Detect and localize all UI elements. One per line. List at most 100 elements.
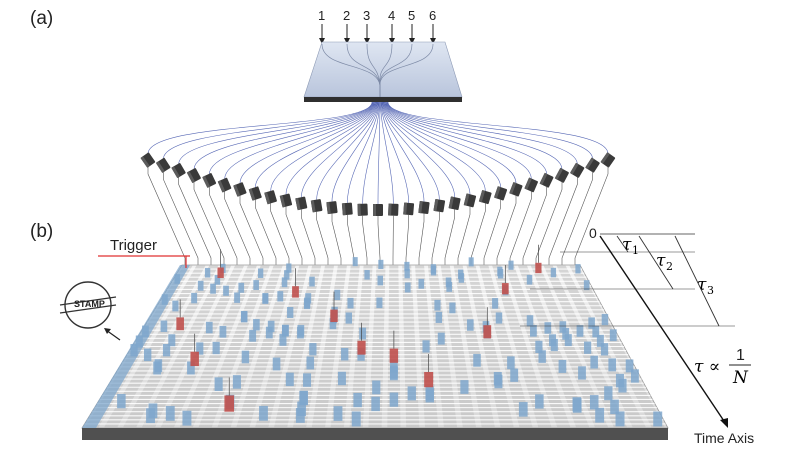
readout-wire bbox=[483, 199, 501, 268]
event-pixel-blue bbox=[281, 277, 288, 288]
event-pixel-blue bbox=[518, 402, 528, 417]
event-pixel-blue bbox=[234, 292, 241, 303]
event-pixel-blue bbox=[625, 359, 634, 373]
event-pixel-blue bbox=[550, 267, 557, 278]
input-label-1: 1 bbox=[318, 8, 325, 23]
detector bbox=[264, 190, 277, 205]
event-pixel-blue bbox=[495, 312, 503, 324]
fiber bbox=[316, 101, 379, 200]
event-pixel-blue bbox=[212, 341, 220, 355]
detector bbox=[140, 152, 156, 168]
event-pixel-blue bbox=[609, 329, 617, 342]
time-axis-arrowhead bbox=[720, 418, 728, 428]
readout-wire bbox=[301, 209, 316, 268]
readout-wire bbox=[331, 213, 342, 268]
event-pixel-blue bbox=[558, 359, 567, 373]
event-pixel-blue bbox=[437, 332, 445, 345]
event-pixel-blue bbox=[493, 372, 502, 386]
event-pixel-blue bbox=[559, 321, 567, 333]
event-pixel-blue bbox=[117, 393, 126, 409]
detector bbox=[326, 201, 338, 215]
event-pixel-blue bbox=[253, 280, 259, 291]
event-pixel-blue bbox=[576, 325, 584, 337]
event-pixel-red bbox=[330, 309, 338, 323]
fiber bbox=[163, 101, 373, 160]
event-pixel-blue bbox=[238, 282, 245, 293]
event-pixel-blue bbox=[130, 344, 138, 357]
event-pixel-blue bbox=[364, 270, 370, 280]
relation-numerator: 1 bbox=[736, 347, 745, 364]
event-pixel-red bbox=[389, 348, 399, 363]
tau1-symbol: τ bbox=[622, 235, 632, 255]
event-pixel-blue bbox=[390, 359, 398, 373]
fiber bbox=[147, 101, 373, 155]
fiber bbox=[362, 101, 380, 204]
event-pixel-blue bbox=[303, 373, 312, 387]
fiber-bundle bbox=[147, 101, 609, 205]
fiber bbox=[386, 101, 563, 170]
readout-wire bbox=[522, 186, 547, 268]
event-pixel-blue bbox=[601, 313, 609, 326]
fiber bbox=[385, 101, 547, 175]
detector bbox=[373, 204, 383, 216]
detector bbox=[341, 202, 353, 216]
event-pixel-blue bbox=[468, 257, 474, 267]
detector bbox=[186, 168, 201, 184]
event-pixel-blue bbox=[353, 392, 362, 408]
readout-wire bbox=[561, 171, 593, 268]
event-pixel-blue bbox=[341, 347, 349, 361]
event-pixel-blue bbox=[578, 366, 586, 380]
event-pixel-blue bbox=[262, 293, 269, 304]
detector bbox=[433, 198, 446, 213]
chip-waveguides bbox=[321, 43, 434, 97]
detector bbox=[279, 193, 293, 208]
event-pixel-blue bbox=[196, 342, 204, 355]
event-pixel-blue bbox=[210, 283, 216, 294]
panel-a-label: (a) bbox=[30, 8, 53, 29]
event-pixel-blue bbox=[549, 334, 557, 347]
event-pixel-blue bbox=[404, 282, 411, 293]
input-arrowhead-3 bbox=[364, 38, 370, 44]
detector bbox=[295, 196, 308, 211]
event-pixel-blue bbox=[460, 380, 469, 394]
event-pixel-blue bbox=[223, 285, 229, 296]
event-pixel-blue bbox=[618, 378, 627, 393]
readout-wire bbox=[574, 166, 609, 268]
event-pixel-blue bbox=[604, 386, 613, 401]
tau1-subscript: 1 bbox=[632, 244, 639, 257]
event-pixel-blue bbox=[526, 315, 534, 327]
relation-denominator: N bbox=[732, 368, 749, 388]
event-pixel-red bbox=[217, 267, 224, 279]
detector bbox=[448, 196, 461, 211]
readout-wire bbox=[224, 191, 251, 268]
event-pixel-blue bbox=[653, 411, 663, 427]
event-pixel-blue bbox=[168, 334, 176, 347]
event-pixel-blue bbox=[329, 317, 337, 330]
event-pixel-blue bbox=[407, 386, 416, 401]
fiber bbox=[377, 101, 381, 205]
event-pixel-blue bbox=[161, 294, 168, 305]
event-pixel-red bbox=[357, 340, 366, 355]
event-pixel-blue bbox=[297, 401, 306, 417]
event-pixel-blue bbox=[510, 368, 519, 382]
input-arrowhead-4 bbox=[389, 38, 395, 44]
event-pixel-blue bbox=[187, 361, 195, 375]
fiber bbox=[383, 101, 486, 192]
pixel-markers bbox=[117, 257, 663, 427]
detector bbox=[418, 200, 430, 215]
readout-wire bbox=[193, 181, 225, 268]
fiber bbox=[270, 101, 377, 192]
event-pixel-red bbox=[224, 395, 235, 412]
event-pixel-blue bbox=[530, 325, 537, 337]
event-pixel-blue bbox=[583, 280, 590, 291]
event-pixel-blue bbox=[371, 396, 380, 412]
fiber bbox=[387, 101, 609, 155]
event-pixel-red bbox=[190, 351, 199, 367]
event-pixel-blue bbox=[425, 388, 434, 403]
event-pixel-blue bbox=[287, 307, 294, 318]
event-pixel-blue bbox=[309, 276, 315, 287]
tau3-symbol: τ bbox=[697, 275, 707, 295]
input-arrows bbox=[319, 24, 436, 44]
